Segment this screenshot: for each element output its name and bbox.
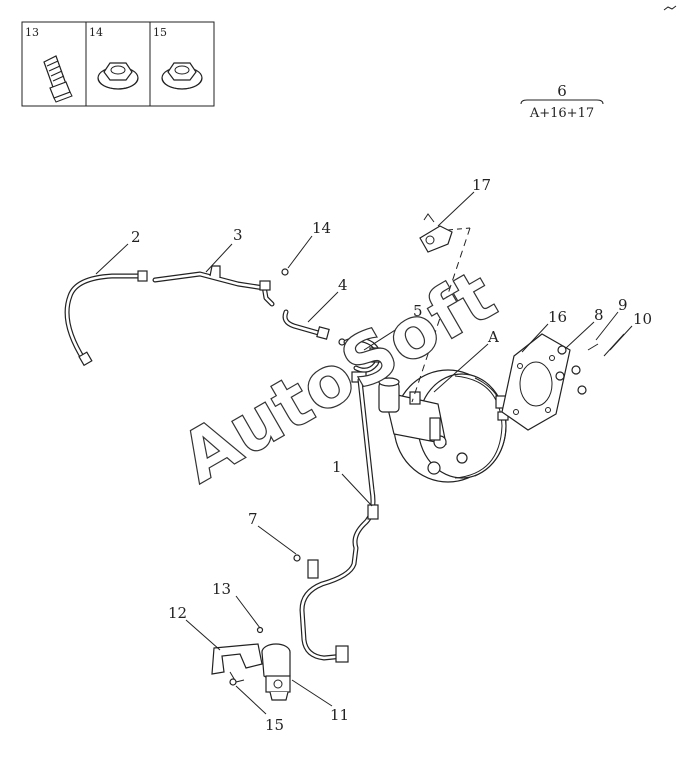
bolt-icon [43, 55, 73, 103]
brake-booster-A [378, 369, 511, 483]
callout-8: 8 [594, 306, 604, 324]
vacuum-line-1 [299, 377, 379, 663]
legend-label-15: 15 [153, 26, 167, 39]
callout-4: 4 [338, 276, 348, 294]
bolt-13 [256, 626, 264, 634]
flange-nut-icon [97, 62, 139, 90]
callout-1: 1 [332, 458, 342, 476]
callout-9: 9 [618, 296, 628, 314]
bracket-12 [211, 626, 264, 686]
legend-label-14: 14 [89, 26, 103, 39]
pin-9 [587, 343, 599, 351]
corner-mark [663, 5, 677, 11]
clip-7 [293, 554, 301, 562]
callout-3: 3 [233, 226, 243, 244]
assembly-number: 6 [557, 82, 567, 100]
nut-15 [229, 678, 237, 686]
hose-4 [282, 309, 330, 340]
callout-2: 2 [131, 228, 141, 246]
callout-17: 17 [472, 176, 491, 194]
callout-15: 15 [265, 716, 284, 734]
callout-7: 7 [248, 510, 258, 528]
solenoid-valve-11 [261, 643, 291, 701]
assembly-formula-text: A+16+17 [529, 106, 594, 121]
callout-A: A [487, 328, 499, 346]
hose-2 [64, 270, 148, 367]
assembly-formula: 6 A+16+17 [520, 82, 604, 121]
legend-frame [21, 21, 215, 107]
flange-nut-icon [161, 62, 203, 90]
callout-11: 11 [330, 706, 349, 724]
fastener-legend: 13 14 15 [21, 21, 215, 107]
vacuum-pipe-3 [152, 265, 275, 307]
callout-10: 10 [633, 310, 652, 328]
clip-14 [281, 268, 289, 276]
sensor-17 [411, 213, 471, 403]
callout-16: 16 [548, 308, 567, 326]
callout-5: 5 [413, 302, 423, 320]
callout-12: 12 [168, 604, 187, 622]
callout-13: 13 [212, 580, 231, 598]
leader-lines [95, 191, 633, 715]
assembly-brace [520, 99, 604, 105]
legend-label-13: 13 [25, 26, 39, 39]
gasket-16 [501, 333, 571, 431]
callout-14: 14 [312, 219, 331, 237]
nuts-8 [555, 345, 587, 395]
